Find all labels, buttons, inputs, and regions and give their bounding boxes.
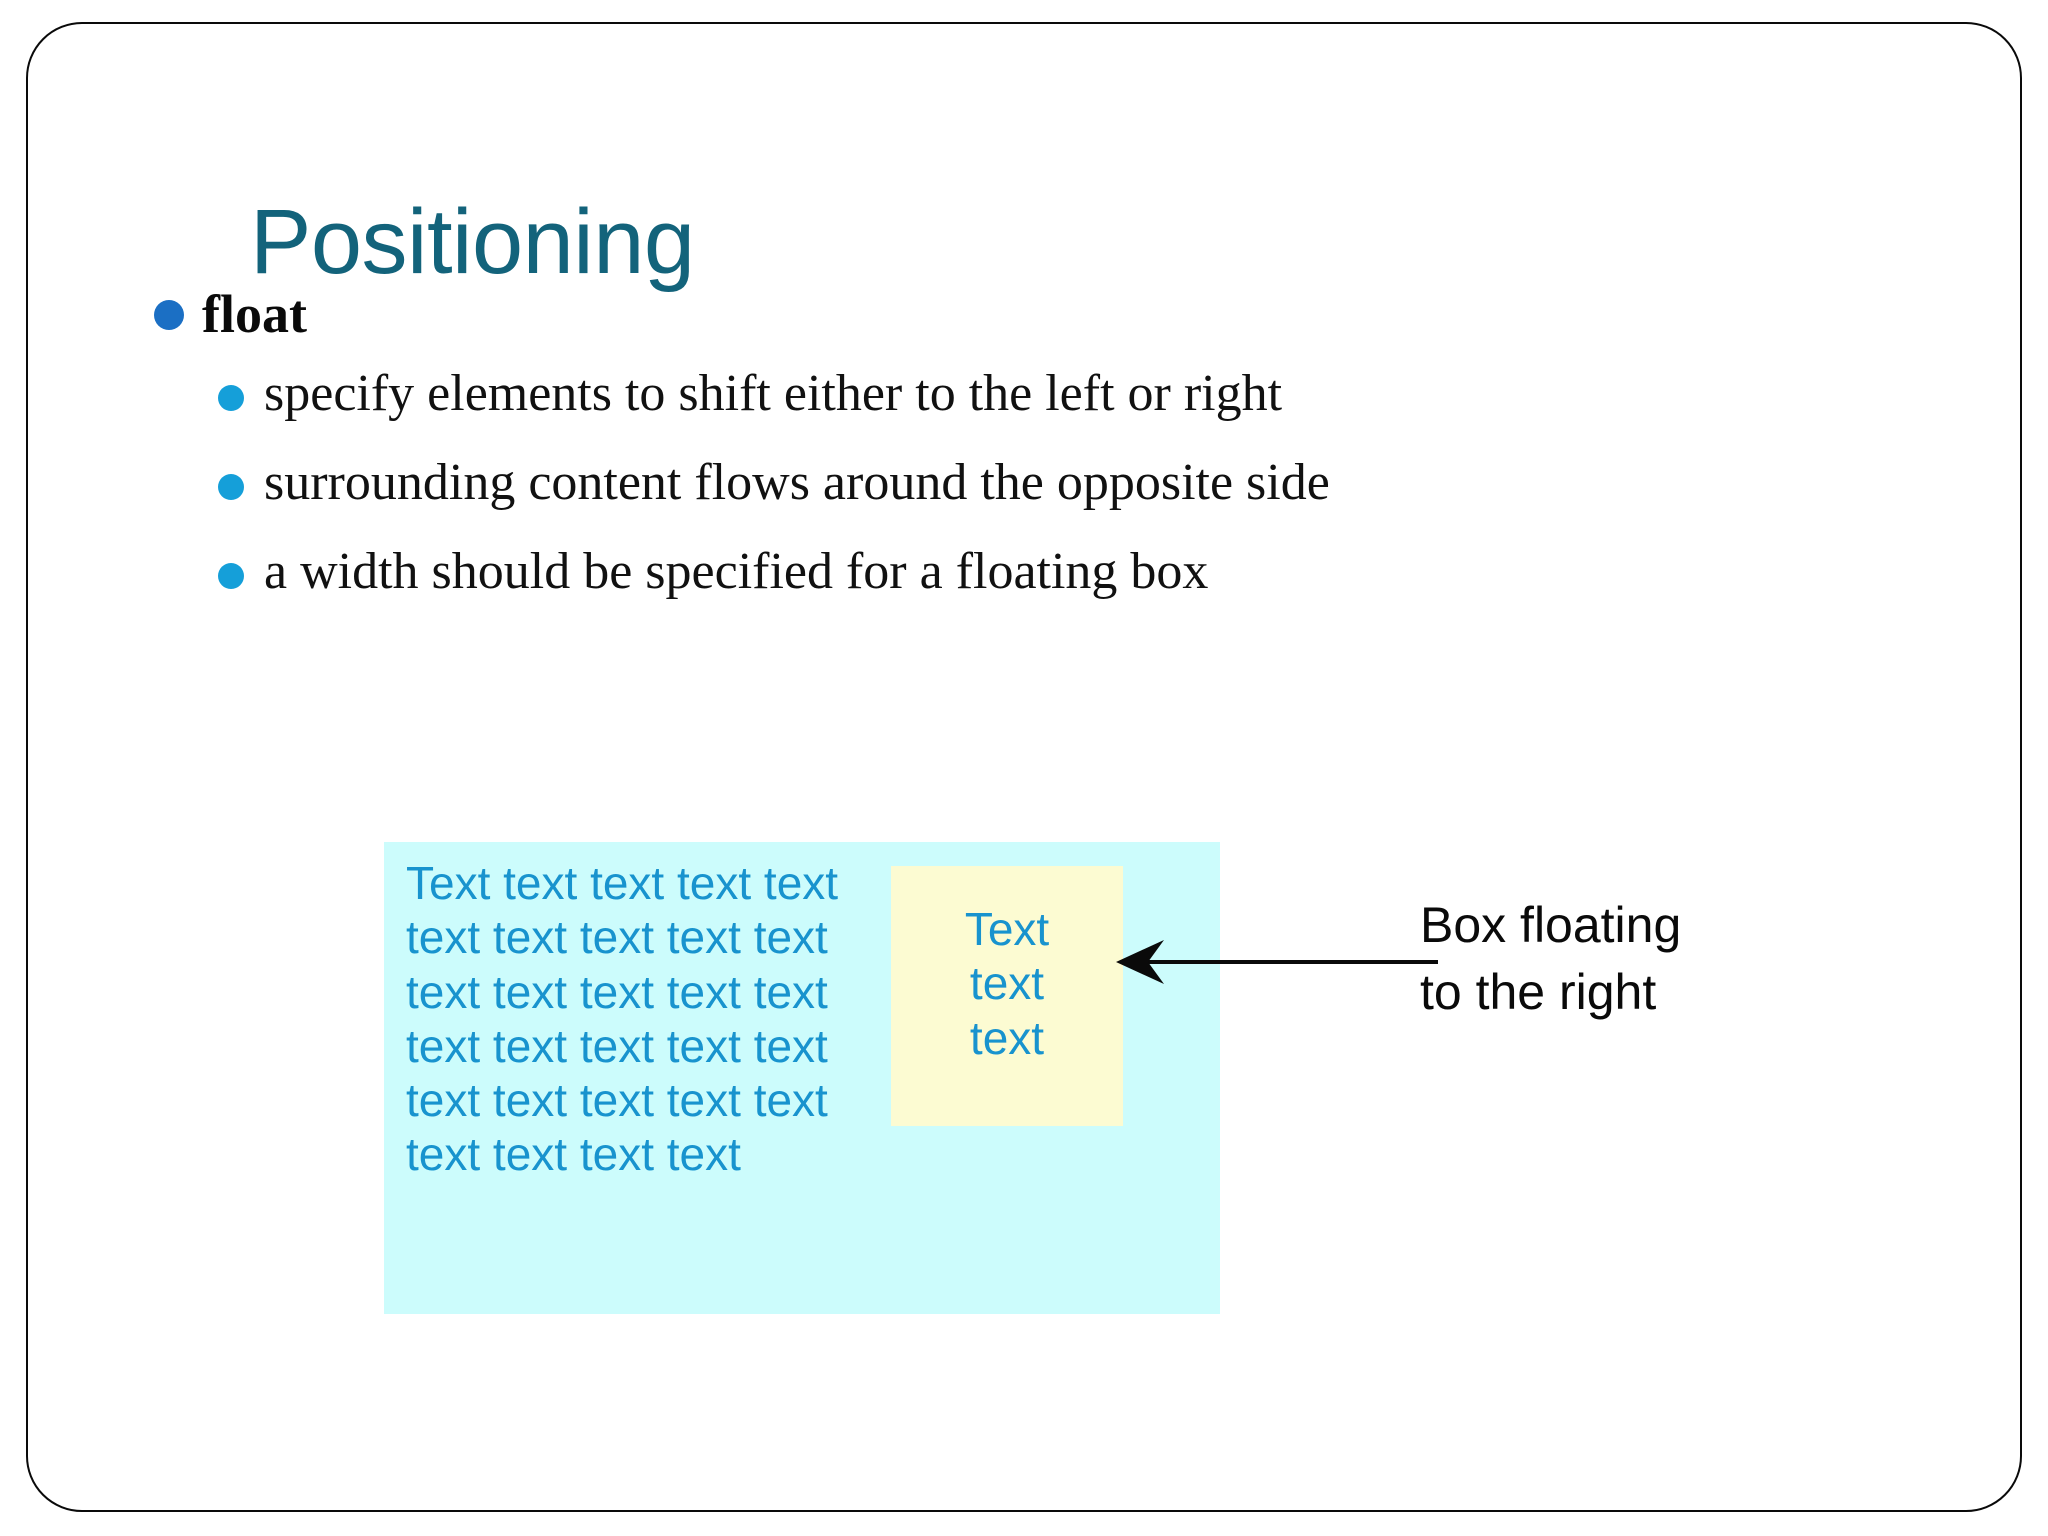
floating-box-line: text xyxy=(969,1011,1045,1064)
bullet-dot-icon xyxy=(218,473,244,500)
sub-bullet-list: specify elements to shift either to the … xyxy=(218,365,1854,601)
sub-bullet-item-2: surrounding content flows around the opp… xyxy=(218,454,1854,511)
flow-text: Text text text text text text text text … xyxy=(406,857,839,1181)
bullet-dot-icon xyxy=(218,384,244,411)
annotation-line-1: Box floating xyxy=(1420,897,1682,953)
sub-bullet-item-1: specify elements to shift either to the … xyxy=(218,365,1854,422)
float-demo-flow: Text text text Text text text text text … xyxy=(384,842,1220,1182)
sub-bullet-label: a width should be specified for a floati… xyxy=(264,543,1209,601)
bullet-item-float: float xyxy=(154,286,1854,343)
floating-box: Text text text xyxy=(891,866,1123,1126)
bullet-dot-icon xyxy=(218,563,244,590)
floating-box-line: Text xyxy=(964,903,1050,955)
bullet-dot-icon xyxy=(154,300,184,330)
floating-box-line: text xyxy=(969,957,1045,1010)
sub-bullet-label: specify elements to shift either to the … xyxy=(264,364,1283,422)
annotation-line-2: to the right xyxy=(1420,964,1657,1020)
bullet-list: float specify elements to shift either t… xyxy=(154,286,1854,632)
annotation-arrow-icon xyxy=(1116,940,1438,984)
float-demo-container: Text text text Text text text text text … xyxy=(384,842,1220,1314)
annotation-label: Box floating to the right xyxy=(1420,892,1681,1026)
slide-frame: Positioning float specify elements to sh… xyxy=(26,22,2022,1512)
sub-bullet-label: surrounding content flows around the opp… xyxy=(264,453,1330,511)
bullet-item-label: float xyxy=(202,284,307,344)
sub-bullet-item-3: a width should be specified for a floati… xyxy=(218,543,1854,600)
page-title: Positioning xyxy=(250,191,695,293)
